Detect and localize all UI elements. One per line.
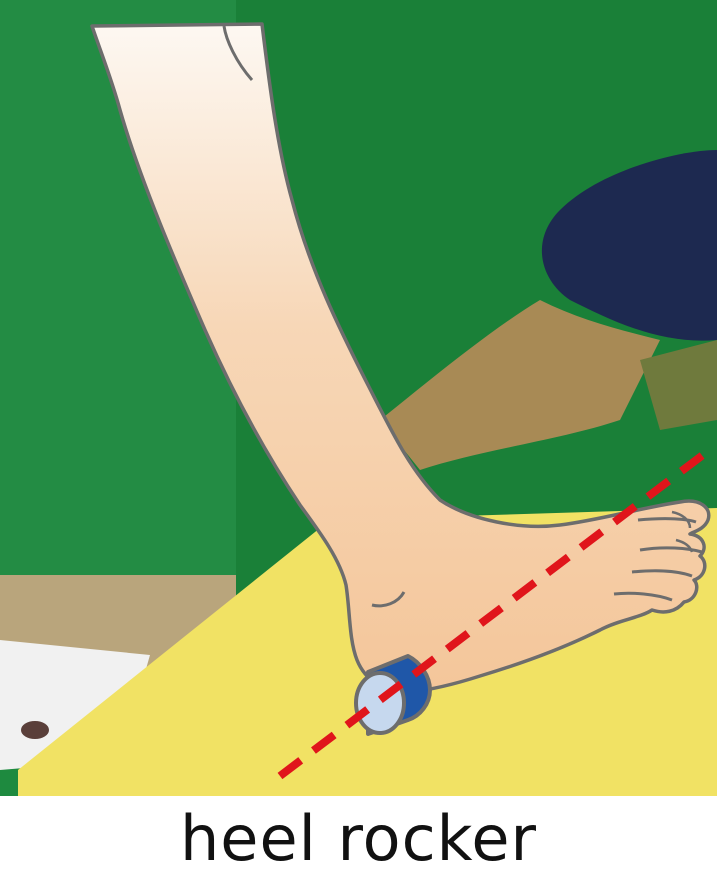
caption-text: heel rocker bbox=[0, 802, 717, 875]
caption-panel: heel rocker bbox=[0, 796, 717, 893]
